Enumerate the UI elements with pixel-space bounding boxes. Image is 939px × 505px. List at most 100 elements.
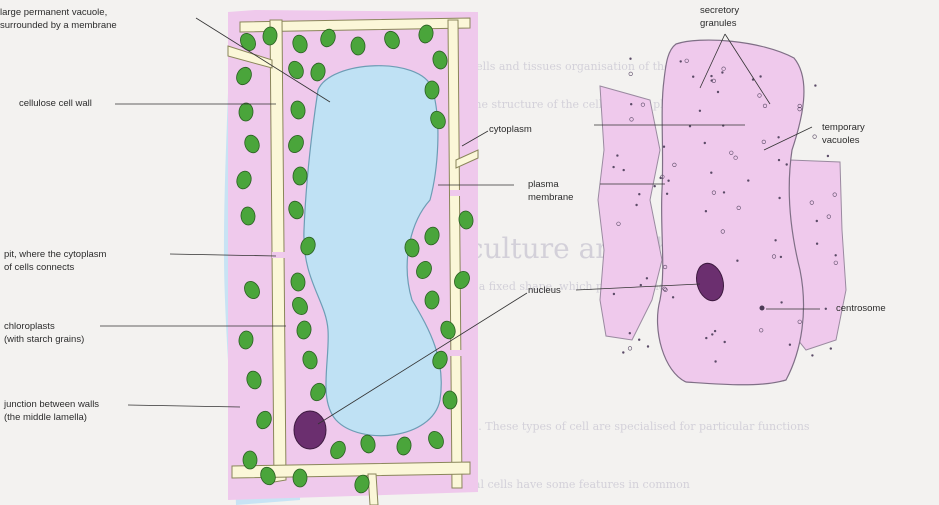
label-line: (with starch grains) (4, 333, 84, 346)
secretory-granule (705, 210, 707, 212)
secretory-granule (835, 254, 837, 256)
secretory-granule (711, 75, 713, 77)
label-cytoplasm: cytoplasm (489, 123, 532, 136)
temporary-vacuole (629, 72, 633, 76)
secretory-granule (816, 243, 818, 245)
secretory-granule (663, 146, 665, 148)
secretory-granule (638, 339, 640, 341)
secretory-granule (668, 180, 670, 182)
label-line: granules (700, 17, 739, 30)
label-secretory-granules: secretory granules (700, 4, 739, 30)
secretory-granule (760, 76, 762, 78)
plant-cell (224, 10, 478, 505)
secretory-granule (715, 361, 717, 363)
secretory-granule (630, 103, 632, 105)
secretory-granule (646, 277, 648, 279)
label-chloroplasts: chloroplasts (with starch grains) (4, 320, 84, 346)
secretory-granule (780, 256, 782, 258)
label-line: membrane (528, 191, 573, 204)
secretory-granule (825, 308, 827, 310)
label-line: (the middle lamella) (4, 411, 99, 424)
label-line: large permanent vacuole, (0, 6, 117, 19)
label-line: chloroplasts (4, 320, 84, 333)
chloroplast (425, 81, 439, 99)
secretory-granule (689, 125, 691, 127)
secretory-granule (778, 136, 780, 138)
temporary-vacuole (813, 135, 817, 139)
secretory-granule (724, 341, 726, 343)
label-line: junction between walls (4, 398, 99, 411)
label-nucleus: nucleus (528, 284, 561, 297)
secretory-granule (613, 166, 615, 168)
label-plasma-membrane: plasma membrane (528, 178, 573, 204)
secretory-granule (786, 164, 788, 166)
pit (450, 350, 464, 356)
secretory-granule (827, 155, 829, 157)
secretory-granule (723, 192, 725, 194)
secretory-granule (711, 80, 713, 82)
secretory-granule (623, 169, 625, 171)
secretory-granule (630, 58, 632, 60)
neighbour-cell-left (598, 86, 662, 340)
label-line: vacuoles (822, 134, 865, 147)
label-cell-wall: cellulose cell wall (19, 97, 92, 110)
secretory-granule (815, 85, 817, 87)
secretory-granule (737, 260, 739, 262)
temporary-vacuole (628, 347, 632, 351)
chloroplast (293, 469, 307, 487)
secretory-granule (680, 61, 682, 63)
label-pit: pit, where the cytoplasm of cells connec… (4, 248, 106, 274)
label-centrosome: centrosome (836, 302, 886, 315)
leader-junction (128, 405, 240, 407)
chloroplast (243, 451, 257, 469)
wall-branch (368, 474, 378, 505)
secretory-granule (666, 193, 668, 195)
secretory-granule (638, 193, 640, 195)
secretory-granule (704, 142, 706, 144)
secretory-granule (812, 355, 814, 357)
secretory-granule (830, 348, 832, 350)
pit (450, 190, 464, 196)
secretory-granule (622, 352, 624, 354)
pit (272, 252, 288, 258)
secretory-granule (629, 332, 631, 334)
label-vacuole: large permanent vacuole, surrounded by a… (0, 6, 117, 32)
secretory-granule (747, 180, 749, 182)
label-line: pit, where the cytoplasm (4, 248, 106, 261)
secretory-granule (789, 344, 791, 346)
label-temporary-vacuoles: temporary vacuoles (822, 121, 865, 147)
centrosome-body (760, 306, 765, 311)
secretory-granule (699, 110, 701, 112)
animal-cell-body (658, 40, 804, 385)
secretory-granule (705, 337, 707, 339)
secretory-granule (714, 330, 716, 332)
secretory-granule (816, 220, 818, 222)
secretory-granule (711, 334, 713, 336)
secretory-granule (692, 76, 694, 78)
secretory-granule (617, 155, 619, 157)
secretory-granule (775, 239, 777, 241)
secretory-granule (672, 296, 674, 298)
label-line: temporary (822, 121, 865, 134)
secretory-granule (717, 91, 719, 93)
label-line: surrounded by a membrane (0, 19, 117, 32)
label-junction: junction between walls (the middle lamel… (4, 398, 99, 424)
secretory-granule (636, 204, 638, 206)
secretory-granule (781, 302, 783, 304)
secretory-granule (647, 346, 649, 348)
secretory-granule (640, 284, 642, 286)
secretory-granule (779, 197, 781, 199)
secretory-granule (654, 185, 656, 187)
plant-nucleus (294, 411, 326, 449)
secretory-granule (710, 172, 712, 174)
secretory-granule (722, 72, 724, 74)
label-line: secretory (700, 4, 739, 17)
label-line: of cells connects (4, 261, 106, 274)
animal-cell (598, 40, 846, 385)
label-line: plasma (528, 178, 573, 191)
secretory-granule (778, 159, 780, 161)
chloroplast (351, 37, 366, 55)
secretory-granule (613, 293, 615, 295)
